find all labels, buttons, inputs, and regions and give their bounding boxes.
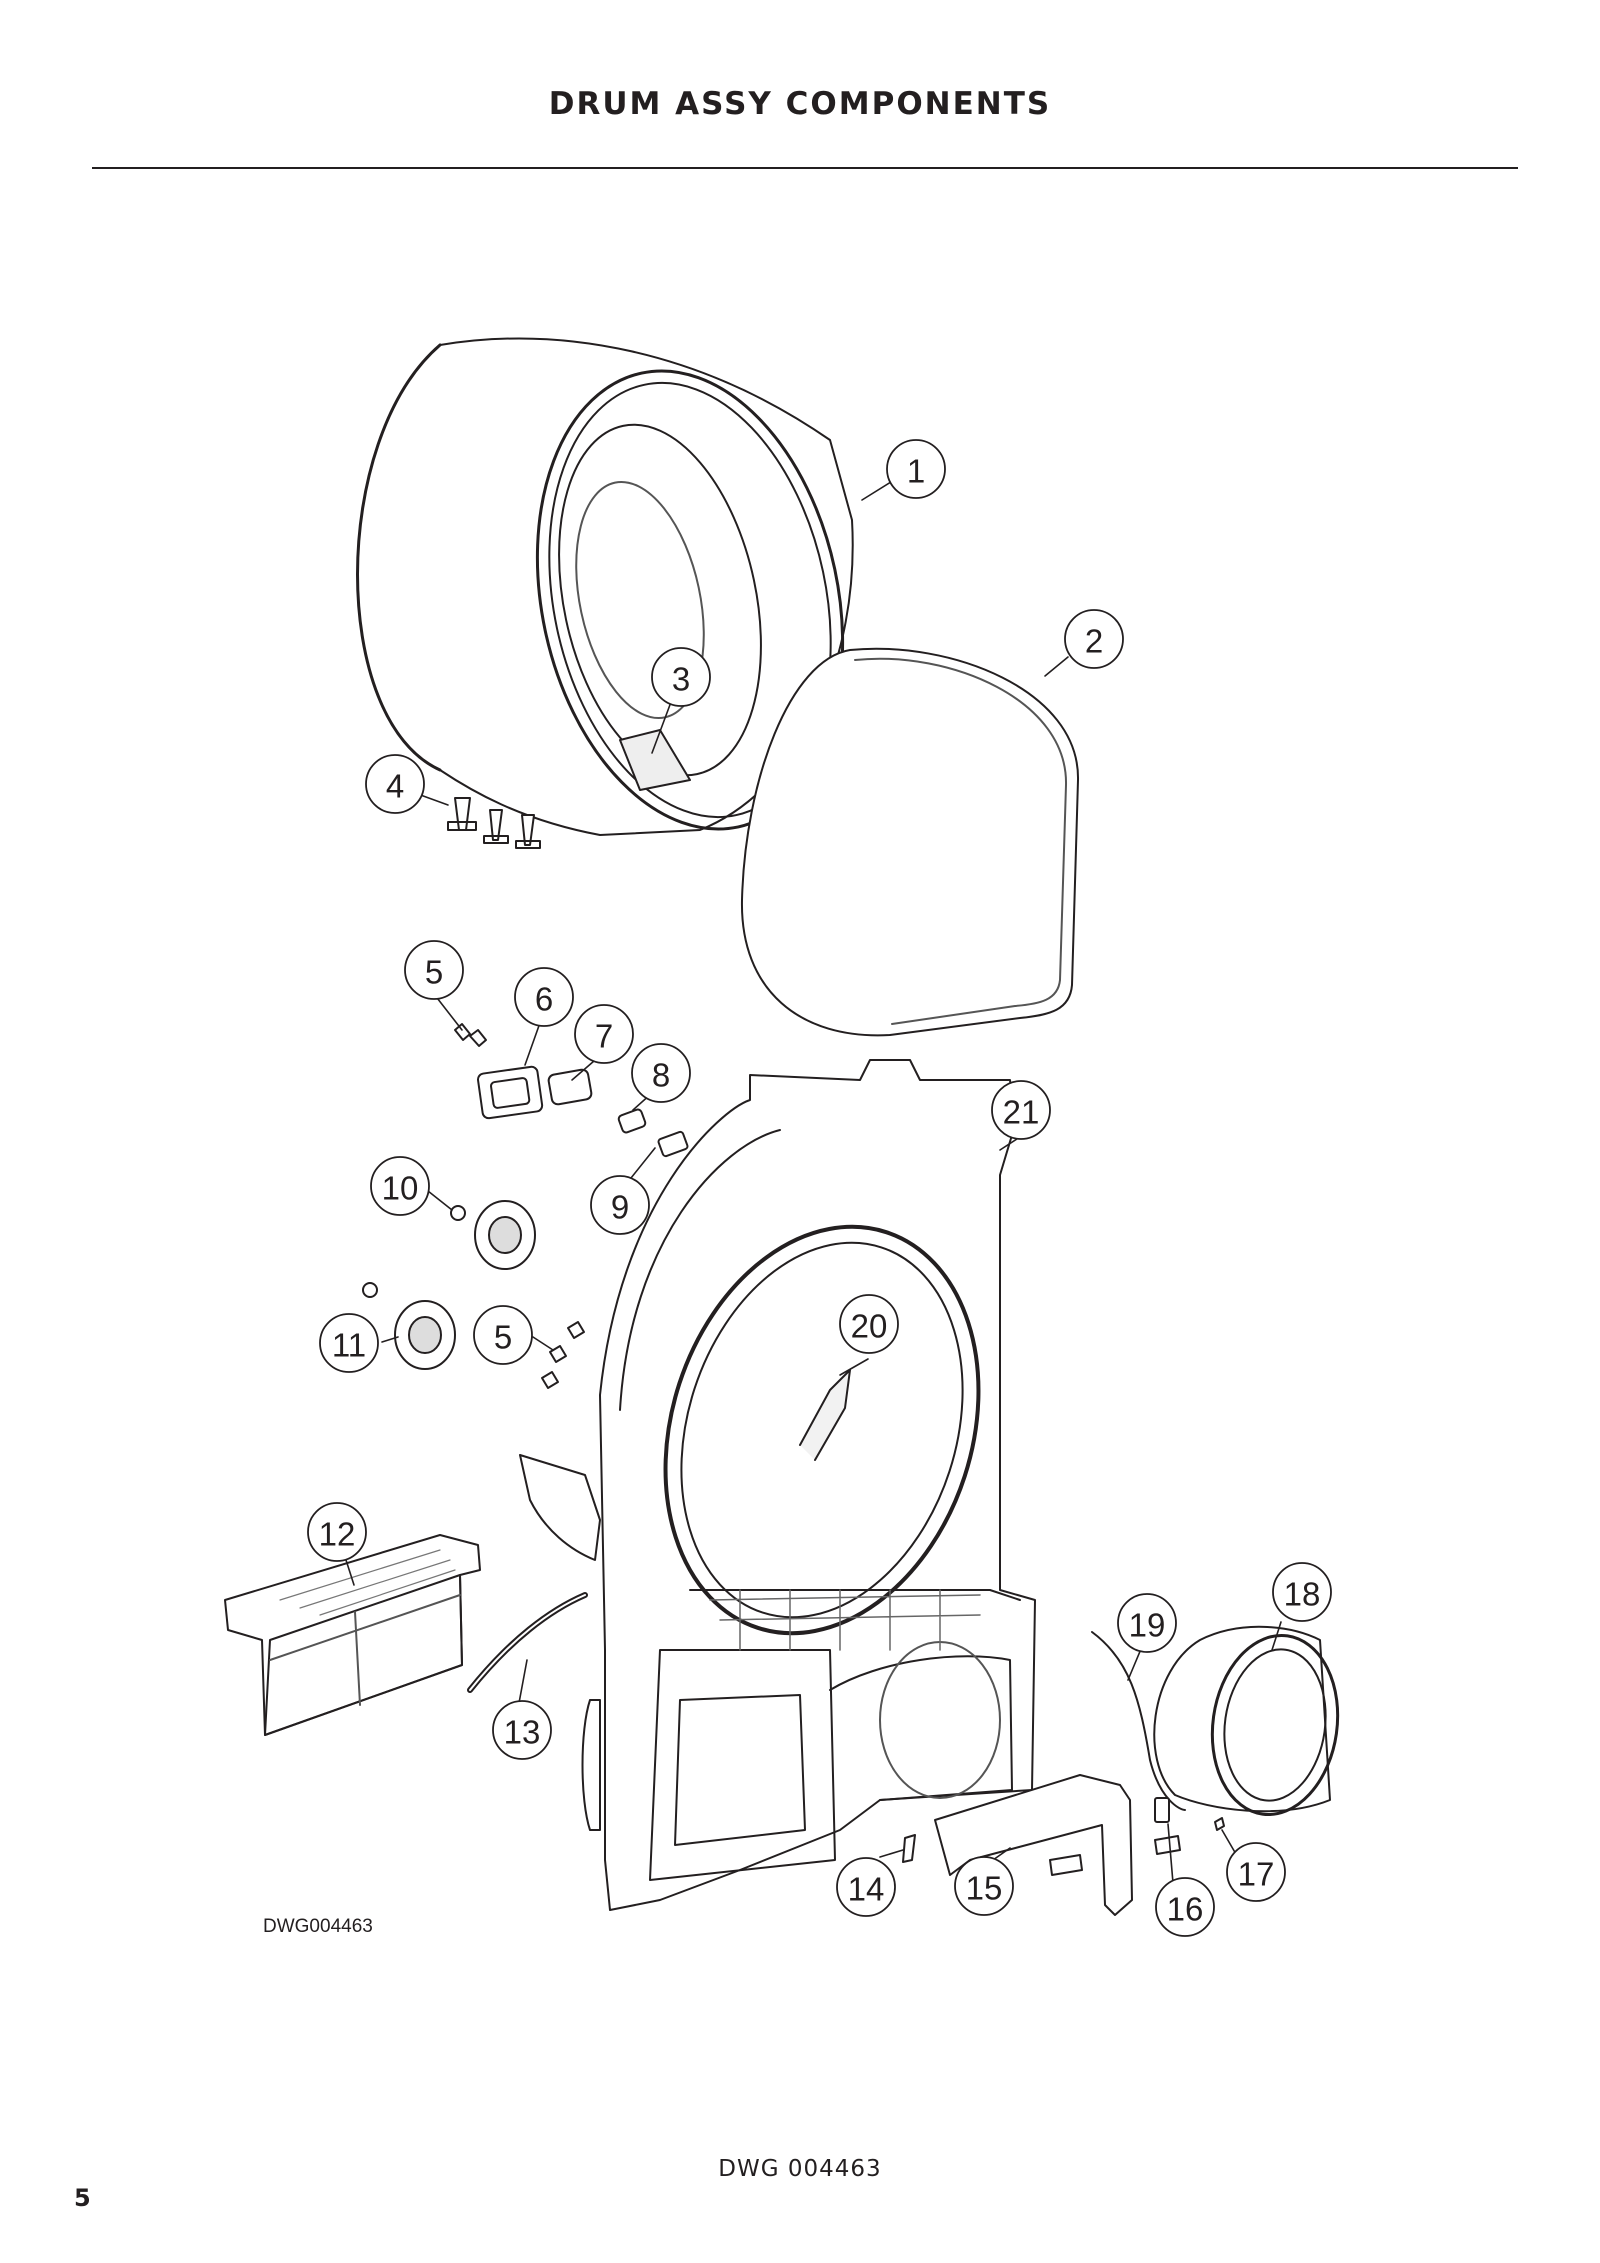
callout-13 (492, 1700, 552, 1760)
callout-label-11: 11 (332, 1327, 366, 1364)
callout-18 (1272, 1562, 1332, 1622)
callout-2 (1064, 609, 1124, 669)
callout-label-4: 4 (386, 768, 404, 805)
callout-label-18: 18 (1284, 1576, 1321, 1613)
callout-10 (370, 1156, 430, 1216)
callout-label-7: 7 (595, 1018, 613, 1055)
callout-6 (514, 967, 574, 1027)
callout-label-15: 15 (966, 1870, 1003, 1907)
callout-label-6: 6 (535, 981, 553, 1018)
part-duct (519, 1454, 601, 1561)
callout-label-10: 10 (382, 1170, 419, 1207)
callout-14 (836, 1857, 896, 1917)
callout-11 (319, 1313, 379, 1373)
callout-19 (1117, 1593, 1177, 1653)
callout-1 (886, 439, 946, 499)
part-drum-screws (447, 797, 541, 849)
callout-balloons (307, 439, 1332, 1937)
callout-label-12: 12 (319, 1516, 356, 1553)
part-duct-ring (1153, 1625, 1340, 1817)
callout-8 (631, 1043, 691, 1103)
callout-label-13: 13 (504, 1714, 541, 1751)
callout-16 (1155, 1877, 1215, 1937)
callout-label-17: 17 (1238, 1856, 1275, 1893)
drawing-code: DWG004463 (263, 1916, 373, 1937)
callout-label-3: 3 (672, 661, 690, 698)
callout-21 (991, 1080, 1051, 1140)
part-lint-filter (224, 1534, 481, 1736)
footer-drawing-number: DWG 004463 (718, 2156, 882, 2182)
page-number: 5 (74, 2184, 91, 2212)
callout-5b (473, 1305, 533, 1365)
callout-label-19: 19 (1129, 1607, 1166, 1644)
callout-numbers: 1 2 3 4 5 6 7 8 9 10 11 5 12 13 14 15 16… (319, 453, 1321, 1928)
callout-3 (651, 647, 711, 707)
part-bracket-small-parts (454, 1023, 689, 1158)
callout-label-5b: 5 (494, 1319, 512, 1356)
part-drum-rollers (362, 1200, 585, 1389)
part-wire-sensor (1091, 1631, 1186, 1823)
title-divider (92, 167, 1518, 169)
page-title: DRUM ASSY COMPONENTS (548, 86, 1052, 122)
callout-20 (839, 1294, 899, 1354)
callout-7 (574, 1004, 634, 1064)
callout-4 (365, 754, 425, 814)
callout-label-9: 9 (611, 1189, 629, 1226)
callout-label-8: 8 (652, 1057, 670, 1094)
callout-9 (590, 1175, 650, 1235)
callout-label-20: 20 (851, 1308, 888, 1345)
callout-label-21: 21 (1003, 1094, 1040, 1131)
callout-label-5a: 5 (425, 954, 443, 991)
callout-label-16: 16 (1167, 1891, 1204, 1928)
callout-5a (404, 940, 464, 1000)
callout-17 (1226, 1842, 1286, 1902)
part-front-housing (581, 1059, 1036, 1911)
callout-label-1: 1 (907, 453, 925, 490)
callout-15 (954, 1856, 1014, 1916)
callout-12 (307, 1502, 367, 1562)
part-seal-strip (467, 1592, 588, 1693)
callout-label-14: 14 (848, 1871, 885, 1908)
callout-label-2: 2 (1085, 623, 1103, 660)
part-rear-panel (740, 647, 1080, 1037)
